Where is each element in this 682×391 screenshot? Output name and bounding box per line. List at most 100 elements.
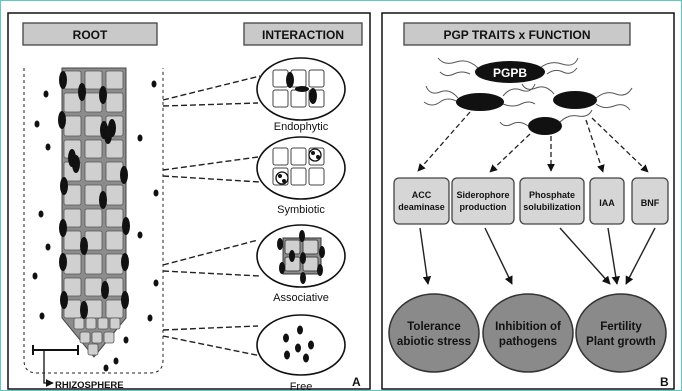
root-cell <box>105 299 124 319</box>
circle-cell <box>290 89 307 108</box>
bacterium <box>80 237 88 255</box>
root-header: ROOT <box>73 28 108 42</box>
panel-b-letter: B <box>660 375 669 389</box>
circle-cell <box>272 89 289 108</box>
free-circle <box>256 314 346 376</box>
associative-bacterium <box>279 262 285 274</box>
root-cell <box>63 230 82 251</box>
outcome-label: Tolerance <box>407 321 460 333</box>
interaction-label-endophytic: Endophytic <box>274 121 329 133</box>
bacterium <box>121 291 129 309</box>
root-cell <box>105 253 124 275</box>
root-cell <box>84 115 103 137</box>
bacterium <box>59 219 67 237</box>
interaction-label-free: Free <box>290 381 313 391</box>
soil-bacterium <box>39 312 45 320</box>
root-tip-cell <box>73 317 85 330</box>
root-cell <box>105 92 124 113</box>
trait-label: BNF <box>641 198 660 208</box>
root-cell <box>84 161 103 182</box>
outcome-label: Inhibition of <box>495 321 561 333</box>
trait-box: Phosphate solubilization <box>519 177 585 225</box>
soil-bacterium <box>34 120 40 128</box>
root-tip-cell <box>91 331 103 344</box>
bacterium <box>59 253 67 271</box>
root-bacteria <box>58 71 130 319</box>
associative-bacterium <box>319 246 325 258</box>
circle-cell <box>302 239 319 255</box>
circle-cell <box>272 69 289 88</box>
bacterium <box>60 177 68 195</box>
pgpb-label: PGPB <box>493 66 527 80</box>
root-cell <box>63 115 82 137</box>
trait-label: IAA <box>599 198 615 208</box>
associative-circle <box>256 224 346 288</box>
bacterium <box>80 301 88 319</box>
panel-b: PGP TRAITS x FUNCTION PGPB <box>381 12 675 390</box>
root-cell <box>84 277 103 297</box>
trait-label: Phosphate <box>529 190 575 200</box>
bacterium <box>99 191 107 209</box>
root-cell <box>105 208 124 228</box>
root-cell <box>84 253 103 275</box>
trait-box: Siderophore production <box>451 177 515 225</box>
root-tip-cell <box>79 331 91 344</box>
soil-bacterium <box>137 134 143 142</box>
trait-arrows <box>417 111 649 173</box>
bacterium-right <box>553 91 597 109</box>
associative-bacterium <box>300 272 306 284</box>
trait-label: production <box>460 202 507 212</box>
soil-bacterium <box>123 336 129 344</box>
root-cell <box>105 139 124 159</box>
associative-bacterium <box>277 238 283 250</box>
root-header-box <box>22 22 158 46</box>
soil-bacterium <box>38 210 44 218</box>
root-tip-cell <box>87 343 99 356</box>
outcome-arrows <box>419 227 656 285</box>
bacterium <box>72 155 80 173</box>
interaction-header: INTERACTION <box>262 28 344 42</box>
outcome-label: pathogens <box>499 336 557 348</box>
trait-label: Siderophore <box>456 190 509 200</box>
root-tip-cell <box>97 317 109 330</box>
root-cell <box>84 139 103 159</box>
trait-box: IAA <box>589 177 625 225</box>
pgpb-bacterium <box>475 61 545 83</box>
soil-bacterium <box>45 143 51 151</box>
bacterium <box>120 166 128 184</box>
trait-label: deaminase <box>398 202 445 212</box>
bacterium-left <box>456 93 504 111</box>
rhizosphere-bacteria <box>32 80 159 372</box>
bacterium <box>58 111 66 129</box>
circle-cell <box>308 167 325 186</box>
root-cell <box>63 208 82 228</box>
associative-bacterium <box>300 252 306 264</box>
rhizosphere-pointer <box>43 351 54 387</box>
trait-label: solubilization <box>523 202 581 212</box>
root-tip-cell <box>85 317 97 330</box>
associative-bacterium <box>317 264 323 276</box>
outcome-label: Plant growth <box>586 336 656 348</box>
bacterium <box>122 217 130 235</box>
root-tip-cell <box>103 331 115 344</box>
outcome-ellipse: Inhibition of pathogens <box>482 293 574 373</box>
pgp-header-box <box>403 22 631 46</box>
bacterium <box>60 291 68 309</box>
bacterium <box>99 86 107 104</box>
circle-cell <box>272 147 289 166</box>
panel-a-letter: A <box>352 375 361 389</box>
soil-bacterium <box>32 272 38 280</box>
bacterium <box>59 71 67 89</box>
scale-bar <box>32 345 79 355</box>
soil-bacterium <box>151 80 157 88</box>
soil-bacterium <box>147 314 153 322</box>
circle-cell <box>308 69 325 88</box>
root-cell <box>105 184 124 206</box>
interaction-header-box <box>243 22 363 46</box>
